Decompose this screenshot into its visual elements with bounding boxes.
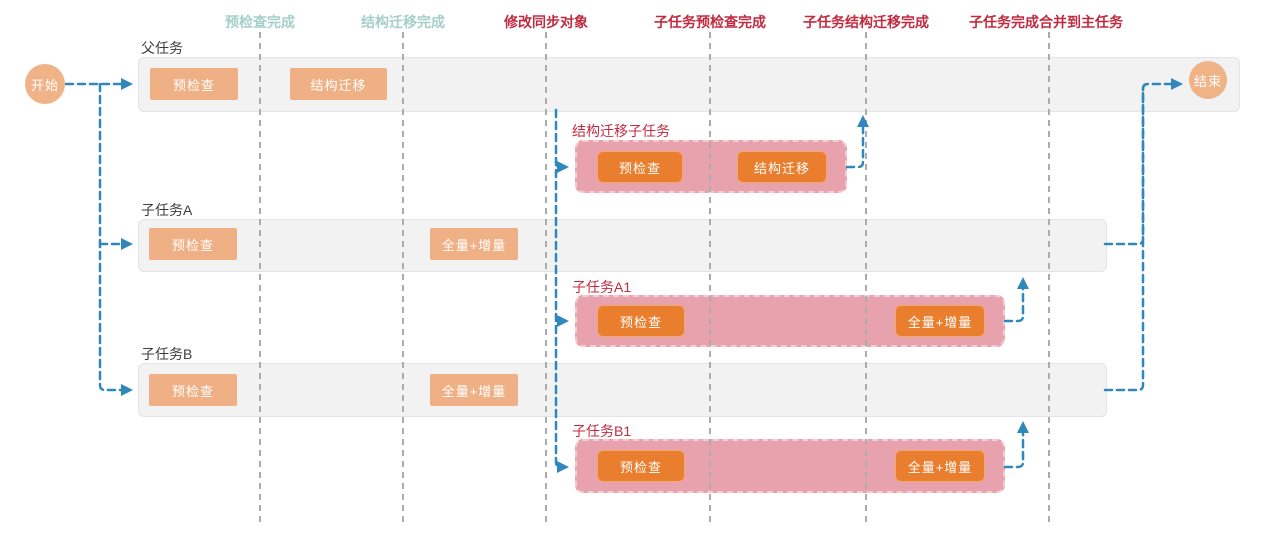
connector-a1-to-a — [1003, 277, 1029, 323]
connector-b1-to-b — [1003, 421, 1029, 469]
chip-b-precheck: 预检查 — [149, 374, 237, 406]
lane-subtask-a — [138, 219, 1107, 272]
milestone-label-subtask-merge-done: 子任务完成合并到主任务 — [969, 14, 1123, 30]
lane-parent-task — [138, 57, 1240, 112]
lane-label-parent-task: 父任务 — [141, 40, 183, 56]
milestone-label-subtask-precheck-done: 子任务预检查完成 — [654, 14, 766, 30]
milestone-label-subtask-structmig-done: 子任务结构迁移完成 — [803, 14, 929, 30]
end-node: 结束 — [1189, 61, 1227, 99]
chip-a1-precheck: 预检查 — [597, 305, 685, 337]
connector-b-merge — [1103, 86, 1145, 392]
lane-label-subtask-a: 子任务A — [141, 202, 193, 218]
lane-label-subtask-b: 子任务B — [141, 346, 193, 362]
connector-structbox-to-parent — [845, 115, 869, 169]
chip-parent-structmig: 结构迁移 — [290, 68, 387, 100]
chip-structbox-structmig: 结构迁移 — [737, 151, 827, 183]
chip-b-full-incr: 全量+增量 — [430, 374, 518, 406]
connector-merge-to-end — [1103, 78, 1183, 246]
milestone-label-modify-sync-objects: 修改同步对象 — [504, 14, 588, 30]
connector-sync-to-b1 — [554, 108, 569, 473]
connector-sync-to-a1 — [554, 314, 569, 327]
chip-a-full-incr: 全量+增量 — [430, 228, 518, 260]
chip-a-precheck: 预检查 — [149, 228, 237, 260]
chip-structbox-precheck: 预检查 — [597, 151, 683, 183]
lane-subtask-b — [138, 363, 1107, 417]
box-label-structmig-subtask: 结构迁移子任务 — [572, 123, 670, 139]
box-label-subtask-a1: 子任务A1 — [572, 279, 632, 295]
chip-b1-precheck: 预检查 — [597, 450, 685, 482]
chip-b1-full-incr: 全量+增量 — [895, 450, 985, 482]
chip-a1-full-incr: 全量+增量 — [895, 305, 985, 337]
connector-sync-to-structbox — [554, 160, 569, 173]
connector-start-to-b — [98, 82, 133, 396]
milestone-label-structmig-done: 结构迁移完成 — [361, 14, 445, 30]
start-node: 开始 — [25, 64, 65, 104]
milestone-label-precheck-done: 预检查完成 — [225, 14, 295, 30]
chip-parent-precheck: 预检查 — [150, 68, 238, 100]
box-label-subtask-b1: 子任务B1 — [572, 423, 632, 439]
